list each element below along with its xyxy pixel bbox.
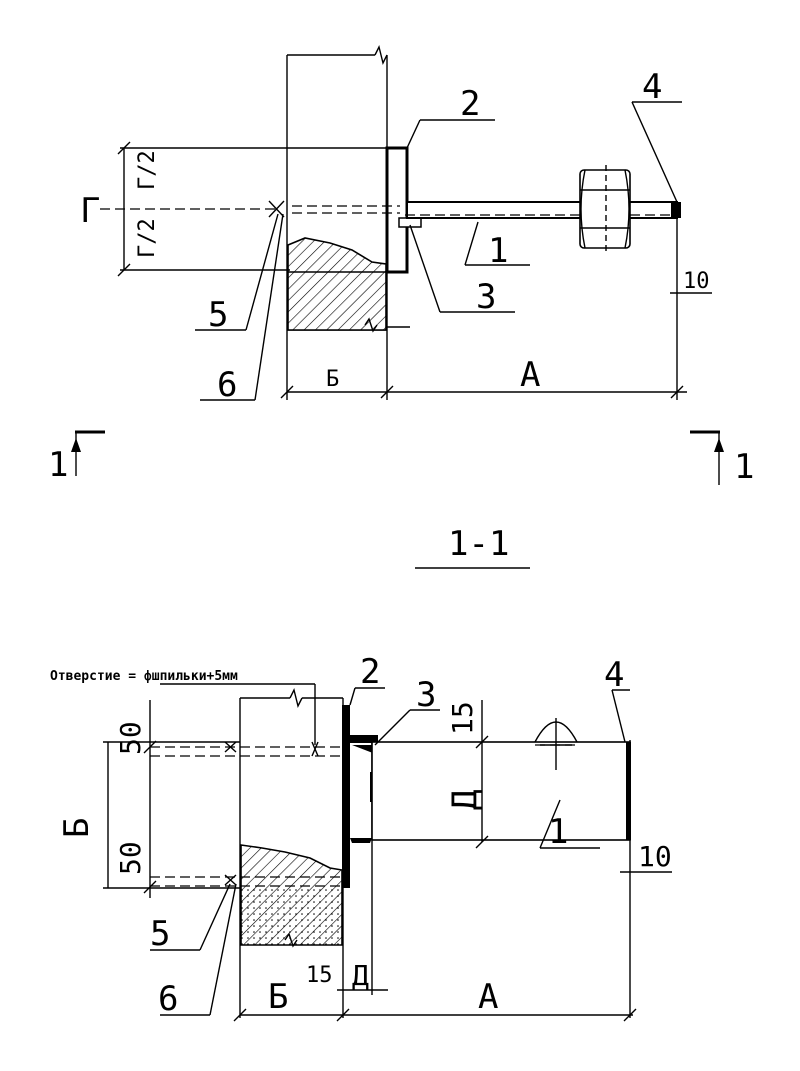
- label-section-b-vertical: Б: [57, 818, 97, 838]
- section-stud-1: [371, 741, 631, 841]
- label-section-6: 6: [158, 979, 178, 1019]
- label-a: А: [520, 355, 540, 395]
- label-section-2: 2: [360, 652, 380, 692]
- label-section-3: 3: [416, 675, 436, 715]
- label-fifty-bottom: 50: [114, 841, 147, 875]
- label-g-half-top: Г/2: [135, 150, 160, 190]
- section-dim-bottom: [233, 888, 637, 1022]
- section-dim-b: [103, 700, 240, 898]
- label-fifty-top: 50: [114, 721, 147, 755]
- label-3: 3: [476, 277, 496, 317]
- label-g-half-bottom: Г/2: [135, 218, 160, 258]
- nut-icon: [579, 165, 631, 255]
- section-end-plate-4: [626, 742, 631, 840]
- label-a-bottom: А: [478, 977, 498, 1017]
- label-b-bottom: Б: [268, 977, 288, 1017]
- label-d-vertical: Д: [445, 790, 485, 810]
- section-title: 1-1: [448, 524, 509, 564]
- label-g: Г: [80, 191, 100, 231]
- section-mark-left: 1: [48, 445, 68, 485]
- section-nut-icon: [534, 718, 578, 770]
- dimension-g: [117, 141, 387, 277]
- label-section-1: 1: [548, 812, 568, 852]
- label-fifteen-bottom: 15: [306, 963, 333, 988]
- label-2: 2: [460, 84, 480, 124]
- section-weld-top: [350, 735, 378, 743]
- label-d-bottom: Д: [352, 959, 369, 992]
- concrete-dots: [241, 885, 342, 945]
- end-plate-4: [671, 202, 681, 218]
- label-1: 1: [488, 231, 508, 271]
- wall-outline: [286, 44, 388, 400]
- leaders-top: [195, 101, 682, 401]
- label-b: Б: [326, 367, 339, 392]
- label-4: 4: [642, 67, 662, 107]
- section-plate-2: [342, 705, 350, 888]
- label-ten: 10: [683, 269, 710, 294]
- label-5: 5: [208, 295, 228, 335]
- section-mark-right: 1: [734, 447, 754, 487]
- section-marks: 1 1: [48, 430, 754, 487]
- anchor-mark: [268, 200, 285, 218]
- plate-2: [385, 146, 409, 274]
- wall-hatch-lower: [287, 271, 387, 331]
- section-view: Отверстие = фшпильки+5мм: [50, 652, 672, 1022]
- hole-note: Отверстие = фшпильки+5мм: [50, 669, 238, 684]
- label-6: 6: [217, 365, 237, 405]
- label-section-ten: 10: [638, 840, 672, 873]
- section-leaders: [150, 687, 630, 1016]
- label-section-5: 5: [150, 914, 170, 954]
- label-fifteen-top: 15: [446, 701, 479, 735]
- label-section-4: 4: [604, 655, 624, 695]
- dimension-b-a: [280, 385, 687, 399]
- top-view: Г Г/2 Г/2 Б А 10 1 2 3 4 5 6: [80, 44, 712, 405]
